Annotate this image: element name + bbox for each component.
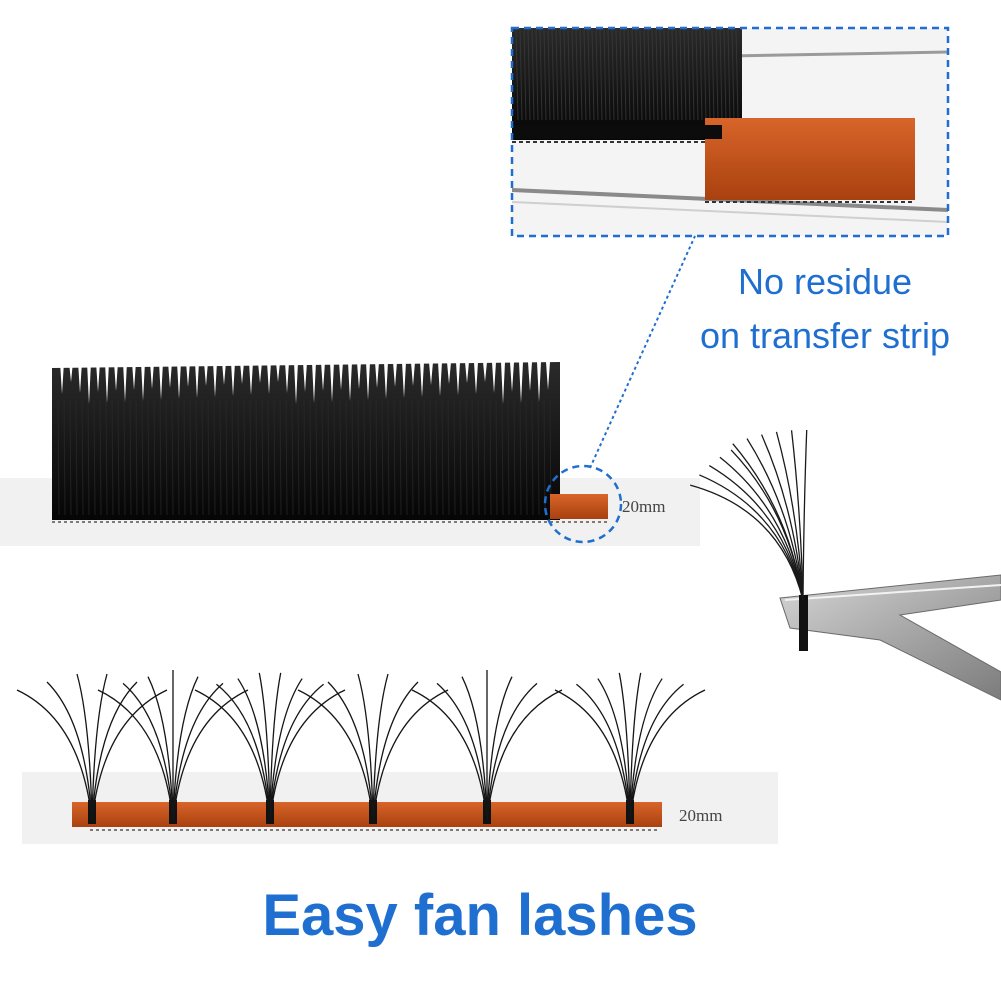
lash-strip-classic xyxy=(0,362,700,546)
transfer-strip-orange xyxy=(550,494,608,519)
zoom-frame xyxy=(510,26,950,238)
length-label-bottom: 20mm xyxy=(679,806,723,825)
zoom-inset xyxy=(510,26,950,238)
fan-caption: Easy fan lashes xyxy=(262,883,698,948)
transfer-strip-orange xyxy=(72,802,662,827)
tweezers xyxy=(779,574,1001,701)
tweezers-fan xyxy=(690,430,1001,701)
lash-row xyxy=(52,362,560,520)
residue-caption: No residue on transfer strip xyxy=(660,255,990,363)
fan-lash-strip xyxy=(16,669,778,844)
zoom-connector xyxy=(589,235,696,469)
residue-caption-line2: on transfer strip xyxy=(699,315,951,356)
length-label-top: 20mm xyxy=(622,497,666,516)
residue-caption-line1: No residue xyxy=(737,261,913,302)
highlight-circle xyxy=(543,464,623,544)
